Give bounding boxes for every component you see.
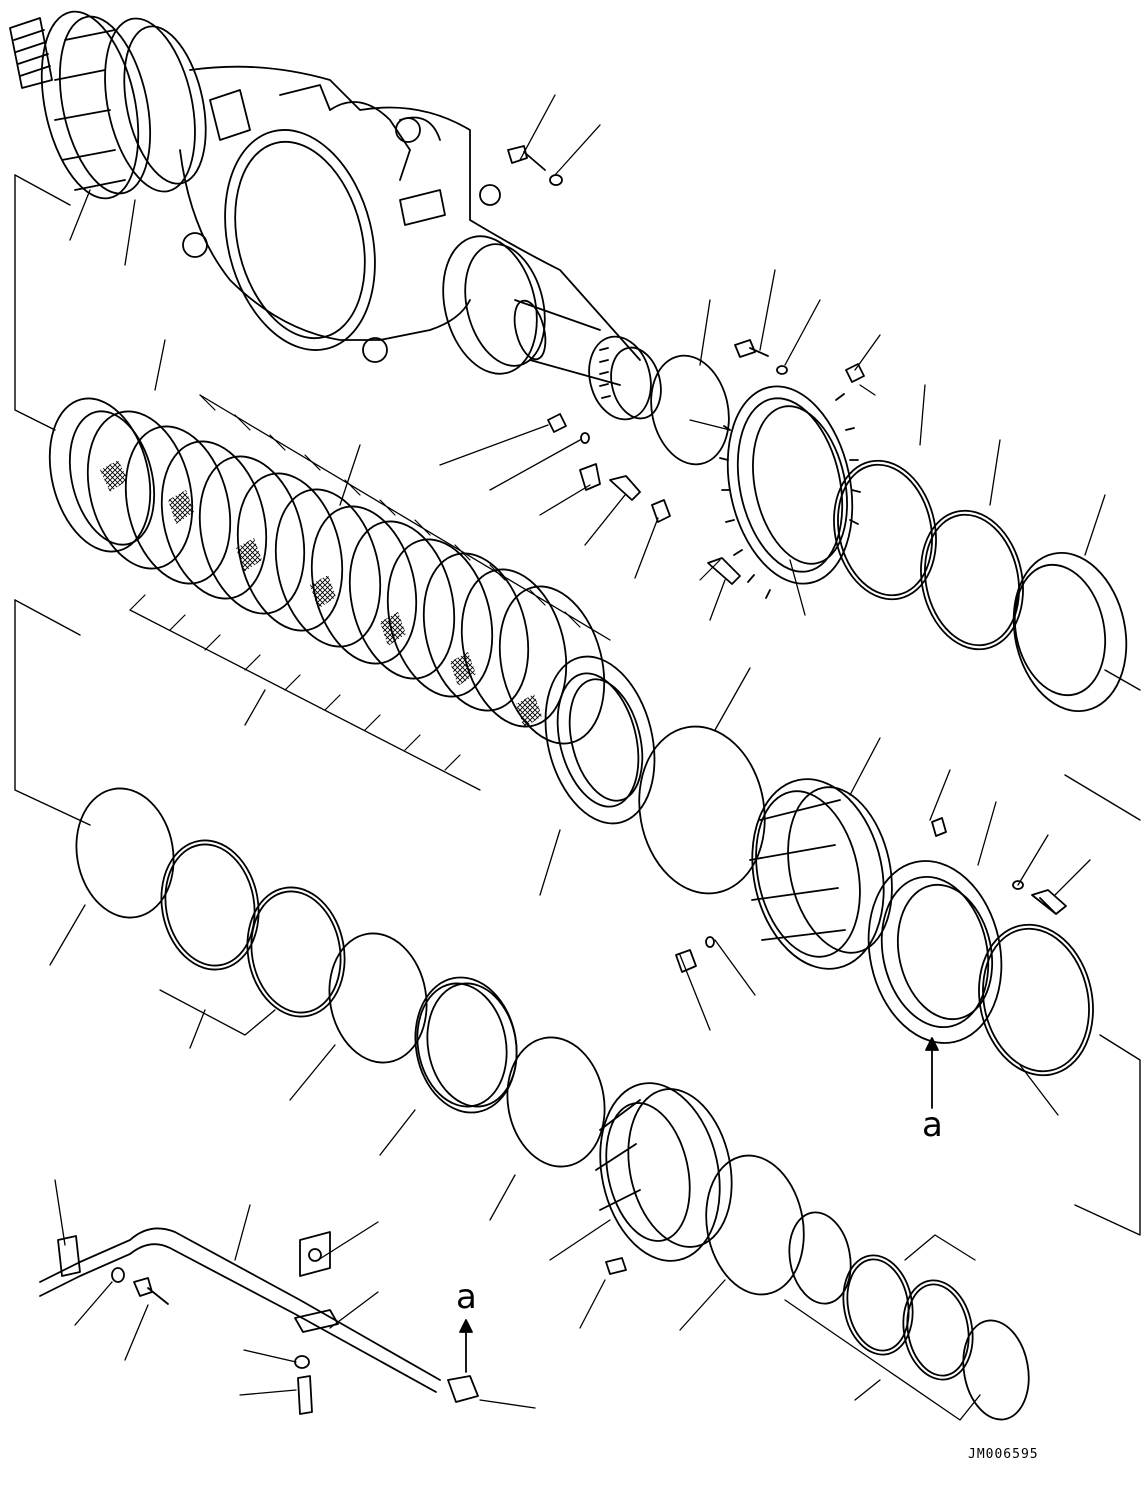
friction-disc xyxy=(460,568,568,728)
o-ring xyxy=(638,725,766,895)
bracket xyxy=(299,1231,331,1277)
seal-ring xyxy=(842,1254,914,1356)
carrier-bottom xyxy=(595,1082,1030,1421)
brake-tube xyxy=(39,1227,479,1415)
gear-ring xyxy=(599,1082,721,1262)
o-ring xyxy=(506,1036,606,1168)
washer xyxy=(1012,880,1024,890)
friction-disc xyxy=(198,455,306,615)
seal-ring xyxy=(978,923,1094,1077)
gear-ring xyxy=(751,778,885,970)
plug xyxy=(707,557,741,585)
bolt xyxy=(734,339,769,358)
o-ring xyxy=(788,1211,852,1305)
bolt xyxy=(133,1277,169,1305)
plug xyxy=(579,463,601,491)
plug xyxy=(845,363,865,383)
friction-disc xyxy=(274,488,382,648)
drawing-id: JM006595 xyxy=(968,1447,1039,1462)
elbow-fitting xyxy=(447,1375,479,1403)
seal-ring xyxy=(902,1279,974,1381)
dowel-pin xyxy=(605,1257,627,1275)
plug xyxy=(675,949,697,973)
friction-disc xyxy=(48,397,152,553)
group-bracket-left xyxy=(14,174,91,826)
o-ring xyxy=(580,432,590,444)
friction-disc xyxy=(348,520,456,680)
seal-ring xyxy=(160,839,260,971)
plug xyxy=(931,817,947,837)
seal-ring xyxy=(1012,552,1128,712)
friction-disc xyxy=(422,552,530,712)
seal-ring xyxy=(833,459,937,601)
o-ring xyxy=(328,932,428,1064)
axle-housing xyxy=(9,10,662,421)
plug xyxy=(651,499,671,523)
plug xyxy=(609,475,641,501)
piston xyxy=(544,655,656,825)
seal-ring xyxy=(920,509,1024,651)
gear-hub-right xyxy=(675,669,1141,1236)
seal-ring xyxy=(246,886,346,1018)
bolt xyxy=(1031,889,1067,915)
washer xyxy=(111,1267,125,1283)
o-ring xyxy=(705,936,715,948)
o-ring xyxy=(962,1319,1030,1421)
rings-middle xyxy=(75,725,766,1168)
bolt xyxy=(297,1375,313,1415)
reference-label-a-bottom: a xyxy=(456,1277,477,1317)
bolt xyxy=(507,145,546,171)
washer xyxy=(294,1355,310,1369)
bracket xyxy=(57,1235,81,1277)
clutch-disc-pack xyxy=(48,394,656,825)
piston xyxy=(414,976,518,1114)
o-ring xyxy=(650,354,730,466)
o-ring xyxy=(75,787,175,919)
friction-disc xyxy=(124,425,232,585)
leader-lines xyxy=(49,94,1106,1409)
friction-disc xyxy=(160,440,268,600)
gear-ring xyxy=(726,385,854,585)
piston xyxy=(867,860,1003,1044)
small-parts-top xyxy=(507,145,1128,712)
reference-label-a-right: a xyxy=(922,1105,943,1145)
plug xyxy=(547,413,567,433)
washer xyxy=(776,365,788,375)
friction-disc xyxy=(498,585,606,745)
washer xyxy=(549,174,563,186)
bracket xyxy=(294,1309,339,1333)
friction-disc xyxy=(86,410,194,570)
